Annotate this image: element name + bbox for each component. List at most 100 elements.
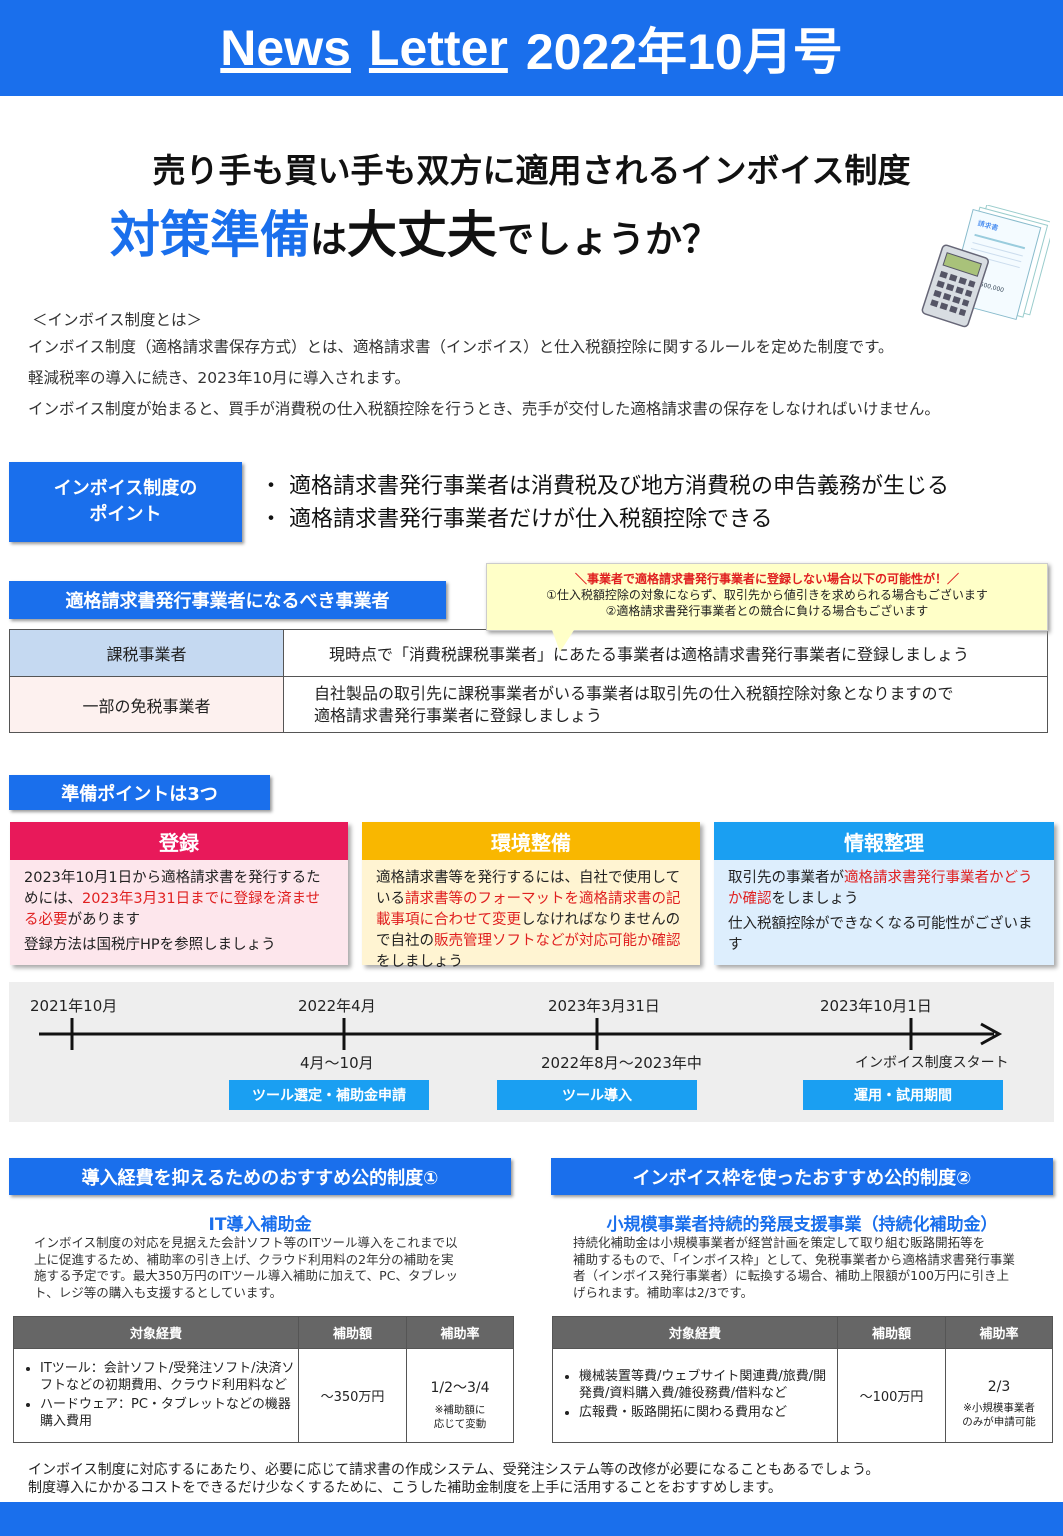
card2-text1: 適格請求書等を発行するには、自社で使用している <box>376 870 681 907</box>
sys2-subtitle: 小規模事業者持続的発展支援事業（持続化補助金） <box>606 1215 998 1235</box>
sys2-desc-line4: げられます。補助率は2/3です。 <box>573 1284 754 1300</box>
sys1-title: 導入経費を抑えるためのおすすめ公的制度① <box>9 1158 511 1195</box>
sys1-desc-line4: ト、レジ等の購入も支援するとしています。 <box>34 1284 283 1300</box>
newsletter-header: News Letter 2022年10月号 <box>0 0 1063 96</box>
sys1-desc-line3: 施する予定です。最大350万円のITツール導入補助に加えて、PC、タブレッ <box>34 1268 458 1283</box>
timeline-tag-1: ツール選定・補助金申請 <box>229 1080 429 1110</box>
card2-emph2: 販売管理ソフトなどが対応可能か確認 <box>434 933 681 949</box>
headline-line1: 売り手も買い手も双方に適用されるインボイス制度 <box>152 151 911 190</box>
timeline-axis <box>39 1018 1003 1050</box>
intro-heading: ＜インボイス制度とは＞ <box>32 311 203 329</box>
point-item-1: ・ 適格請求書発行事業者は消費税及び地方消費税の申告義務が生じる <box>260 474 949 499</box>
timeline-date-2: 2022年4月 <box>298 997 376 1015</box>
sys1-th-expense: 対象経費 <box>13 1316 299 1349</box>
card2-text3: をしましょう <box>376 954 463 970</box>
card3-emph1: 適格請求書発行事業者かどうか確認 <box>728 870 1033 907</box>
intro-section: ＜インボイス制度とは＞ インボイス制度（適格請求書保存方式）とは、適格請求書（イ… <box>28 308 940 425</box>
card1-emph1: 2023年3月31日までに登録を済ませる必要 <box>24 891 321 928</box>
sys1-rate-note2: 応じて変動 <box>433 1417 487 1430</box>
sys1-rate-value: 1/2～3/4 <box>430 1379 490 1396</box>
prep-card-registration-body: 2023年10月1日から適格請求書を発行するためには、2023年3月31日までに… <box>10 860 348 964</box>
footer-line2: 制度導入にかかるコストをできるだけ少なくするために、こうした補助金制度を上手に活… <box>28 1480 782 1496</box>
point-label-line2: ポイント <box>89 504 162 525</box>
who-row1-label: 課税事業者 <box>9 629 284 677</box>
invoice-calculator-illustration: 請求書 ¥500,000 <box>921 205 1050 328</box>
sys2-desc-line1: 持続化補助金は小規模事業者が経営計画を策定して取り組む販路開拓等を <box>573 1235 986 1250</box>
who-row2-line1: 自社製品の取引先に課税事業者がいる事業者は取引先の仕入税額控除対象となりますので <box>314 683 954 703</box>
intro-p1: インボイス制度（適格請求書保存方式）とは、適格請求書（インボイス）と仕入税額控除… <box>28 338 894 356</box>
who-section-title: 適格請求書発行事業者になるべき事業者 <box>9 581 446 619</box>
sys2-desc-line2: 補助するもので、「インボイス枠」として、免税事業者から適格請求書発行事業 <box>573 1251 1015 1267</box>
warning-item-1: ①仕入税額控除の対象にならず、取引先から値引きを求められる場合もございます <box>546 588 988 602</box>
footer-line1: インボイス制度に対応するにあたり、必要に応じて請求書の作成システム、受発注システ… <box>28 1462 880 1478</box>
warning-item-2: ②適格請求書発行事業者との競合に負ける場合もございます <box>605 604 929 618</box>
timeline-date-4: 2023年10月1日 <box>820 997 932 1015</box>
who-table: 課税事業者 現時点で「消費税課税事業者」にあたる事業者は適格請求書発行事業者に登… <box>9 629 1048 733</box>
timeline-sub-4: インボイス制度スタート <box>855 1055 1009 1071</box>
headline-tail: でしょうか？ <box>497 218 719 261</box>
sys2-rate-note1: ※小規模事業者 <box>963 1401 1035 1414</box>
prep-card-environment: 環境整備 適格請求書等を発行するには、自社で使用している請求書等のフォーマットを… <box>362 822 700 970</box>
prep-card-environment-title: 環境整備 <box>362 822 700 860</box>
point-list: ・ 適格請求書発行事業者は消費税及び地方消費税の申告義務が生じる ・ 適格請求書… <box>260 470 949 536</box>
prep-section-title: 準備ポイントは3つ <box>9 775 270 810</box>
sys1-description: インボイス制度の対応を見据えた会計ソフト等のITツール導入をこれまで以 上に促進… <box>34 1235 504 1301</box>
card2-text2: しなければなりませんので自社の <box>376 912 681 949</box>
headline-big: 大丈夫 <box>347 206 497 264</box>
sys2-td-expense: 機械装置等費/ウェブサイト関連費/旅費/開発費/資料購入費/雑役務費/借料など広… <box>552 1348 838 1443</box>
sys2-th-rate: 補助率 <box>945 1316 1053 1349</box>
warning-title: ＼事業者で適格請求書発行事業者に登録しない場合以下の可能性が！／ <box>574 572 959 586</box>
sys1-rate-note1: ※補助額に <box>434 1403 486 1416</box>
card2-emph1: 請求書等のフォーマットを適格請求書の記載事項に合わせて変更 <box>376 891 681 928</box>
sys2-rate-value: 2/3 <box>987 1378 1011 1395</box>
point-label-line1: インボイス制度の <box>53 478 198 499</box>
sys2-description: 持続化補助金は小規模事業者が経営計画を策定して取り組む販路開拓等を 補助するもの… <box>573 1235 1043 1301</box>
warning-bubble-tail <box>552 630 574 652</box>
sys2-desc-line3: 者（インボイス発行事業者）に転換する場合、補助上限額が100万円に引き上 <box>573 1268 1009 1283</box>
timeline-sub-3: 2022年8月～2023年中 <box>541 1054 702 1072</box>
card3-text1: 取引先の事業者が <box>728 870 844 886</box>
sys1-desc-line1: インボイス制度の対応を見据えた会計ソフト等のITツール導入をこれまで以 <box>34 1235 458 1250</box>
prep-card-information: 情報整理 取引先の事業者が適格請求書発行事業者かどうか確認をしましょう 仕入税額… <box>714 822 1054 965</box>
point-label-box: インボイス制度のポイント <box>9 462 242 542</box>
prep-card-information-body: 取引先の事業者が適格請求書発行事業者かどうか確認をしましょう 仕入税額控除ができ… <box>714 860 1054 964</box>
sys1-expense-1: ITツール：会計ソフト/受発注ソフト/決済ソフトなどの初期費用、クラウド利用料な… <box>40 1360 298 1394</box>
card3-text2: をしましょう <box>771 891 859 907</box>
sys2-th-amount: 補助額 <box>837 1316 946 1349</box>
timeline-date-1: 2021年10月 <box>30 997 118 1015</box>
card3-text3: 仕入税額控除ができなくなる可能性がございます <box>728 916 1033 953</box>
sys2-title: インボイス枠を使ったおすすめ公的制度② <box>551 1158 1053 1195</box>
headline-line2: 対策準備は大丈夫でしょうか？ <box>110 195 719 267</box>
who-row1-desc: 現時点で「消費税課税事業者」にあたる事業者は適格請求書発行事業者に登録しましょう <box>283 629 1048 677</box>
prep-card-information-title: 情報整理 <box>714 822 1054 860</box>
who-row2-label: 一部の免税事業者 <box>9 676 284 733</box>
warning-bubble: ＼事業者で適格請求書発行事業者に登録しない場合以下の可能性が！／ ①仕入税額控除… <box>486 563 1048 631</box>
timeline-sub-2: 4月～10月 <box>300 1054 374 1072</box>
timeline-date-3: 2023年3月31日 <box>548 997 660 1015</box>
sys1-expense-2: ハードウェア：PC・タブレットなどの機器購入費用 <box>40 1396 298 1430</box>
timeline-tag-3: 運用・試用期間 <box>803 1080 1003 1110</box>
sys1-td-rate: 1/2～3/4 ※補助額に応じて変動 <box>406 1348 514 1443</box>
headline-mid: は <box>310 218 347 261</box>
who-row2-line2: 適格請求書発行事業者に登録しましょう <box>314 705 603 725</box>
sys2-rate-note2: のみが申請可能 <box>962 1415 1036 1428</box>
prep-card-environment-body: 適格請求書等を発行するには、自社で使用している請求書等のフォーマットを適格請求書… <box>362 860 700 981</box>
timeline-tag-2: ツール導入 <box>497 1080 697 1110</box>
sys2-td-amount: ～100万円 <box>837 1348 946 1443</box>
header-news: News <box>220 20 351 76</box>
intro-p3: インボイス制度が始まると、買手が消費税の仕入税額控除を行うとき、売手が交付した適… <box>28 400 940 418</box>
sys2-expense-1: 機械装置等費/ウェブサイト関連費/旅費/開発費/資料購入費/雑役務費/借料など <box>579 1368 837 1402</box>
intro-p2: 軽減税率の導入に続き、2023年10月に導入されます。 <box>28 369 411 387</box>
prep-card-registration-title: 登録 <box>10 822 348 860</box>
footer-text: インボイス制度に対応するにあたり、必要に応じて請求書の作成システム、受発注システ… <box>28 1461 879 1497</box>
header-letter: Letter <box>368 20 508 76</box>
card1-text2: があります <box>67 912 141 928</box>
sys2-expense-2: 広報費・販路開拓に関わる費用など <box>579 1404 837 1421</box>
sys1-th-amount: 補助額 <box>298 1316 407 1349</box>
sys1-th-rate: 補助率 <box>406 1316 514 1349</box>
who-row2-desc: 自社製品の取引先に課税事業者がいる事業者は取引先の仕入税額控除対象となりますので… <box>283 676 1048 733</box>
sys2-th-expense: 対象経費 <box>552 1316 838 1349</box>
headline-blue: 対策準備 <box>110 206 310 264</box>
